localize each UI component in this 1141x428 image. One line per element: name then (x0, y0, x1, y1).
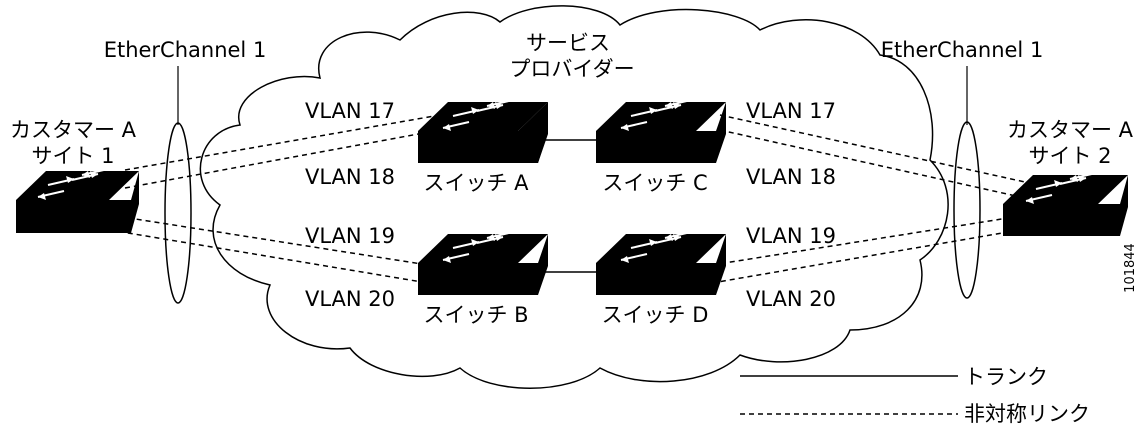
vlan19-link-right (711, 217, 1009, 266)
customer-site1-switch-icon (16, 168, 139, 233)
legend-trunk-label: トランク (964, 365, 1048, 389)
switch-b-icon (418, 231, 548, 295)
customer-site2-line2: サイト 2 (1028, 144, 1111, 168)
vlan20-left-label: VLAN 20 (305, 287, 395, 311)
vlan18-left-label: VLAN 18 (305, 165, 395, 189)
switch-b-label: スイッチ B (423, 303, 528, 327)
etherchannel-left-ellipse (164, 122, 192, 304)
switch-d-label: スイッチ D (602, 303, 709, 327)
cloud-title-line2: プロバイダー (509, 57, 634, 81)
cloud-title-line1: サービス (526, 31, 610, 55)
etherchannel-right-ellipse (953, 121, 981, 299)
customer-site2-switch-icon (1003, 172, 1128, 236)
switch-a-icon (418, 99, 548, 163)
switch-c-label: スイッチ C (602, 171, 707, 195)
vlan17-left-label: VLAN 17 (305, 99, 395, 123)
service-provider-cloud (199, 5, 949, 389)
vlan19-left-label: VLAN 19 (305, 224, 395, 248)
etherchannel-right-label: EtherChannel 1 (881, 38, 1044, 62)
vlan17-link-right (719, 114, 1026, 183)
customer-site1-line2: サイト 1 (31, 144, 114, 168)
vlan18-right-label: VLAN 18 (746, 165, 836, 189)
switch-d-icon (596, 231, 726, 295)
customer-site2-line1: カスタマー A (1007, 118, 1134, 142)
vlan18-link-right (719, 129, 1026, 199)
figure-id: 101844 (1123, 243, 1138, 293)
switch-c-icon (596, 99, 726, 163)
customer-site1-line1: カスタマー A (10, 118, 137, 142)
legend-asymmetric-label: 非対称リンク (964, 402, 1090, 426)
vlan17-right-label: VLAN 17 (746, 99, 836, 123)
vlan19-right-label: VLAN 19 (746, 224, 836, 248)
etherchannel-left-label: EtherChannel 1 (104, 38, 267, 62)
vlan20-right-label: VLAN 20 (746, 287, 836, 311)
switch-a-label: スイッチ A (423, 171, 529, 195)
